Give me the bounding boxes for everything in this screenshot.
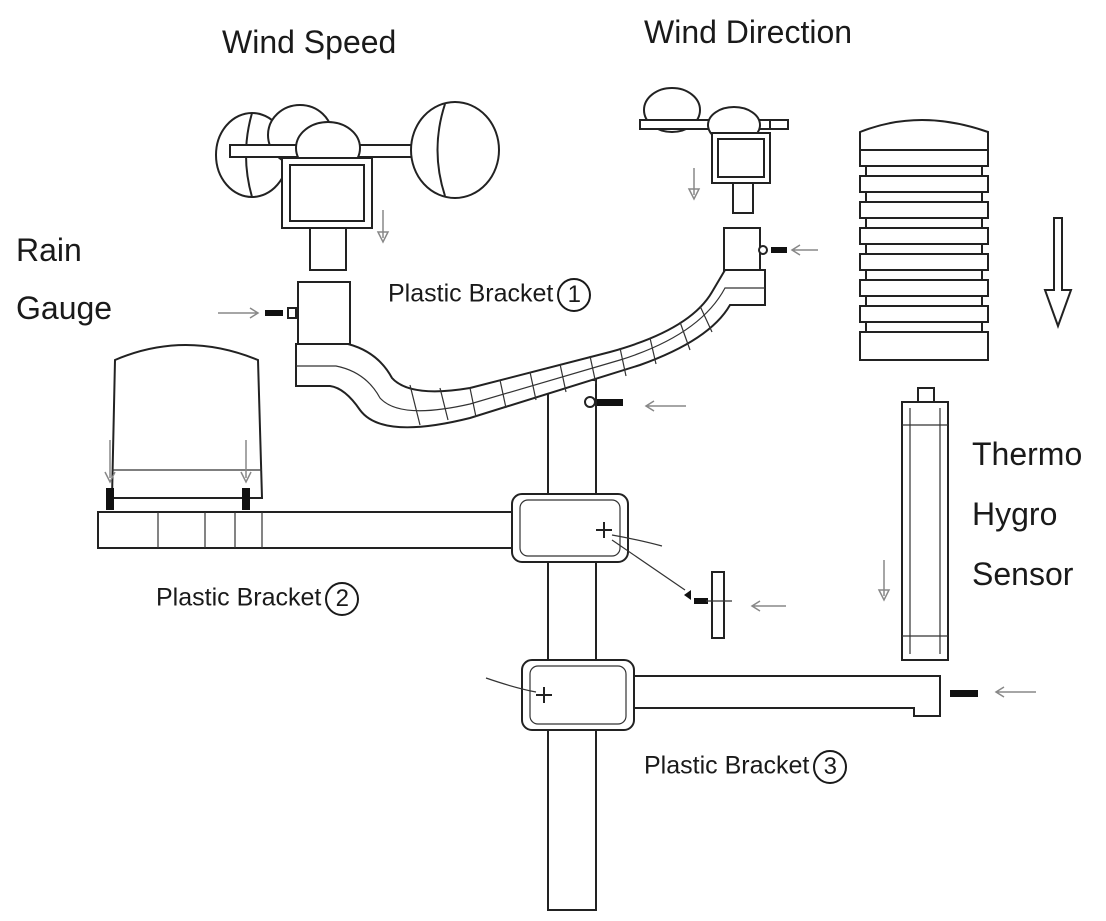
bracket-3-pointer	[485, 677, 537, 693]
screw-sensor-arrow	[994, 686, 1036, 698]
label-rain-line2: Gauge	[16, 290, 113, 326]
u-clamp-pointer	[611, 539, 686, 591]
label-wind-speed: Wind Speed	[222, 24, 397, 60]
rain-gauge	[106, 344, 264, 510]
label-thermo-line3: Sensor	[972, 556, 1074, 592]
bracket-2-pointer	[611, 534, 663, 547]
plastic-bracket-1	[295, 227, 766, 429]
shield-down-arrow	[1043, 217, 1073, 329]
u-clamp	[684, 571, 732, 639]
rain-gauge-arrow-left	[104, 440, 116, 484]
vane-down-arrow	[687, 168, 701, 201]
screw-pole-top	[584, 396, 623, 408]
anemometer	[215, 101, 500, 271]
screw-pole-arrow	[644, 400, 686, 412]
bracket-3-text: Plastic Bracket	[644, 751, 810, 780]
radiation-shield	[859, 119, 989, 361]
sensor-down-arrow	[877, 560, 891, 602]
wind-vane	[639, 87, 789, 214]
mounting-pole	[547, 379, 597, 911]
bracket-1-number: 1	[557, 278, 592, 312]
bracket-2-number: 2	[325, 582, 360, 616]
label-rain-line1: Rain	[16, 232, 82, 268]
plastic-bracket-3	[521, 659, 941, 731]
label-wind-direction: Wind Direction	[644, 14, 853, 50]
bracket-1-text: Plastic Bracket	[388, 279, 554, 308]
plastic-bracket-2	[97, 493, 629, 563]
screw-left-arrow	[218, 307, 260, 319]
bracket-3-number: 3	[813, 750, 848, 784]
screw-sensor-bracket	[950, 690, 978, 697]
thermo-hygro-sensor	[901, 387, 949, 661]
label-thermo-line1: Thermo	[972, 436, 1083, 472]
rain-gauge-arrow-right	[240, 440, 252, 484]
u-clamp-arrow	[750, 600, 786, 612]
label-thermo-line2: Hygro	[972, 496, 1058, 532]
bracket-2-text: Plastic Bracket	[156, 583, 322, 612]
screw-right-arrow	[790, 244, 818, 256]
screw-vane-bracket	[758, 245, 787, 255]
anemometer-down-arrow	[376, 210, 390, 244]
screw-rain-bracket	[265, 307, 297, 319]
